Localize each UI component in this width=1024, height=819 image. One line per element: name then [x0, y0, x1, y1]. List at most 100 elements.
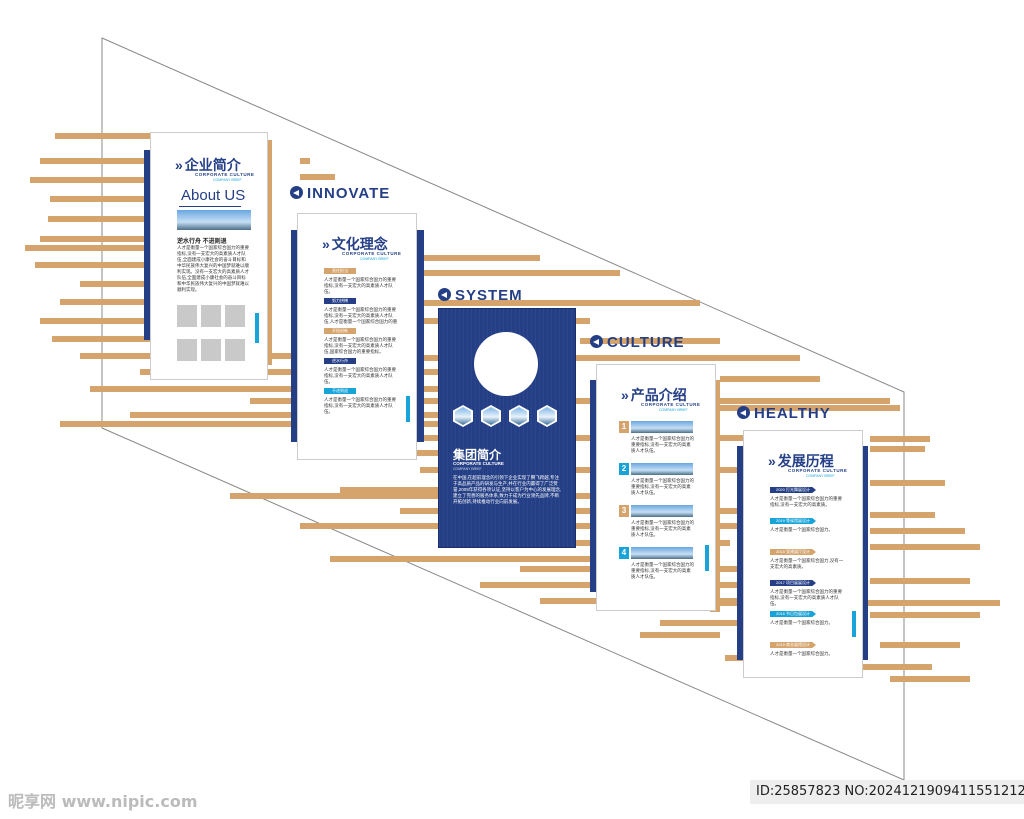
panel4-subtitle: CORPORATE CULTURE — [641, 402, 701, 407]
about-us-heading: About US — [181, 187, 246, 204]
panel1-body: 人才是衡量一个国家综合国力的重要指标,没有一支宏大的高素质人才队伍,全面建成小康… — [177, 245, 249, 292]
panel4-title: »产品介绍 — [621, 387, 687, 403]
history-label: 2015 商业展馆设计 — [770, 642, 816, 648]
item-number: 2 — [619, 463, 629, 475]
panel2-title: »文化理念 — [322, 236, 388, 252]
panel-development-history: »发展历程 CORPORATE CULTURE COMPANY BRIEF 20… — [743, 430, 863, 678]
wood-slat — [420, 300, 700, 306]
panel1-subtitle: CORPORATE CULTURE — [195, 172, 255, 177]
panel5-subtitle2: COMPANY BRIEF — [806, 474, 835, 478]
history-label: 2017 项目展展设计 — [770, 580, 816, 586]
play-icon — [438, 288, 451, 301]
panel-group-profile: 集团简介 CORPORATE CULTURE COMPANY BRIEF 在中国… — [438, 308, 576, 548]
item-number: 3 — [619, 505, 629, 517]
wood-slat — [870, 436, 930, 442]
wood-slat — [870, 528, 965, 534]
wood-slat — [870, 446, 925, 452]
panel1-subtitle2: COMPANY BRIEF — [213, 178, 242, 182]
panel5-navy-strip-right — [860, 446, 868, 660]
play-icon — [290, 186, 303, 199]
panel4-cyan-accent — [705, 545, 709, 571]
wood-slat — [60, 299, 150, 305]
section-label: 努力拼搏 — [324, 298, 356, 304]
product-photo — [631, 421, 693, 433]
panel5-navy-strip — [737, 446, 745, 660]
panel1-navy-strip — [144, 150, 152, 340]
circle-placeholder — [474, 332, 538, 396]
panel1-heading: 逆水行舟 不进则退 — [177, 239, 227, 245]
wood-slat — [80, 281, 150, 287]
about-us-photo — [177, 210, 251, 230]
play-icon — [590, 335, 603, 348]
wood-slat — [870, 578, 970, 584]
wood-slat — [300, 158, 310, 164]
wood-slat — [330, 556, 590, 562]
panel-culture-concept: »文化理念 CORPORATE CULTURE COMPANY BRIEF 责任… — [297, 213, 417, 460]
hex-photo — [481, 405, 501, 427]
section-text: 人才是衡量一个国家综合国力的重要指标,没有一支宏大的高素质人才队伍。 — [324, 367, 396, 384]
history-text: 人才是衡量一个国家综合国力。 — [770, 620, 833, 625]
product-photo — [631, 505, 693, 517]
wood-slat — [50, 196, 150, 202]
wood-slat — [25, 245, 150, 251]
watermark-left: 昵享网 www.nipic.com — [8, 792, 198, 811]
wood-slat — [60, 421, 480, 427]
history-text: 人才是衡量一个国家综合国力。 — [770, 527, 833, 532]
section-label: 开拓创新 — [324, 328, 356, 334]
panel2-navy-strip — [291, 230, 299, 442]
product-text: 人才是衡量一个国家综合国力的重要指标,没有一支宏大的高素质人才队伍。 — [631, 478, 694, 495]
hex-photo — [453, 405, 473, 427]
panel4-subtitle2: COMPANY BRIEF — [659, 408, 688, 412]
word-culture: CULTURE — [590, 334, 685, 351]
wood-slat — [48, 216, 150, 222]
wood-slat — [870, 512, 935, 518]
history-label: 2018 党建展厅设计 — [770, 549, 816, 555]
section-text: 人才是衡量一个国家综合国力的重要指标,没有一支宏大的高素质人才队伍。 — [324, 277, 396, 294]
photo-placeholder — [201, 339, 221, 361]
wood-slat — [40, 236, 150, 242]
wood-slat — [420, 255, 540, 261]
word-healthy: HEALTHY — [737, 405, 831, 422]
photo-placeholder — [201, 305, 221, 327]
wood-slat — [420, 355, 800, 361]
item-number: 4 — [619, 547, 629, 559]
play-icon — [737, 406, 750, 419]
wood-slat — [862, 664, 932, 670]
section-label: 责任担当 — [324, 268, 356, 274]
wood-slat — [870, 544, 980, 550]
wood-slat — [640, 632, 720, 638]
wood-slat — [870, 480, 945, 486]
panel2-subtitle: CORPORATE CULTURE — [342, 251, 402, 256]
about-us-underline — [179, 206, 241, 207]
panel5-subtitle: CORPORATE CULTURE — [788, 468, 848, 473]
panel3-subtitle2: COMPANY BRIEF — [453, 467, 482, 471]
wood-slat — [660, 620, 740, 626]
panel-company-profile: »企业简介 CORPORATE CULTURE COMPANY BRIEF Ab… — [150, 132, 268, 380]
wood-slat — [40, 158, 150, 164]
photo-placeholder — [225, 305, 245, 327]
wood-slat — [420, 467, 740, 473]
history-label: 2020 打光舞展设计 — [770, 487, 816, 493]
wood-slat — [580, 338, 720, 344]
wood-slat — [720, 376, 820, 382]
wood-slat — [870, 612, 980, 618]
photo-placeholder — [177, 339, 197, 361]
panel1-title: »企业简介 — [175, 157, 241, 173]
wood-slat — [880, 642, 960, 648]
wood-slat — [52, 336, 150, 342]
wood-slat — [90, 386, 470, 392]
wood-slat — [890, 676, 970, 682]
section-text: 人才是衡量一个国家综合国力的重要指标,没有一支宏大的高素质人才队伍。 — [324, 397, 396, 414]
section-label: 不进则退 — [324, 388, 356, 394]
history-label: 2019 等候馆展设计 — [770, 518, 816, 524]
wood-slat — [420, 270, 620, 276]
wood-slat — [35, 262, 150, 268]
history-text: 人才是衡量一个国家综合国力的重要指标,没有一支宏大的高素质。 — [770, 496, 842, 507]
product-text: 人才是衡量一个国家综合国力的重要指标,没有一支宏大的高素质人才队伍。 — [631, 520, 694, 537]
product-photo — [631, 547, 693, 559]
panel3-subtitle: CORPORATE CULTURE — [453, 461, 504, 466]
word-innovate: INNOVATE — [290, 185, 390, 202]
hex-photo — [509, 405, 529, 427]
